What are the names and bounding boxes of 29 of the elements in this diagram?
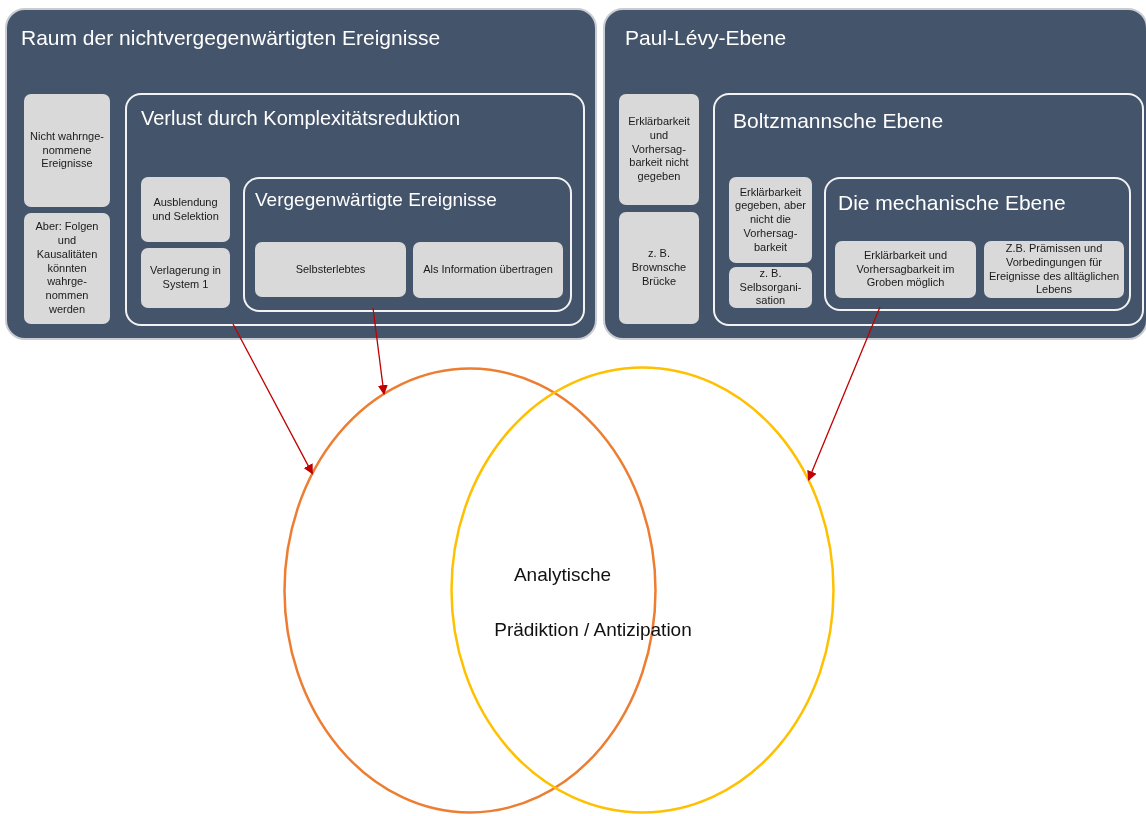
group-title: Raum der nichtvergegenwärtigten Ereignisse bbox=[21, 26, 441, 50]
group-title: Die mechanische Ebene bbox=[838, 191, 1066, 215]
group-panel bbox=[603, 8, 1146, 340]
text-box: z. B. Selbsorgani- sation bbox=[729, 267, 812, 308]
text-box: Als Information übertragen bbox=[413, 242, 563, 298]
group-frame bbox=[713, 93, 1144, 326]
group-frame bbox=[125, 93, 585, 326]
text-box: Erklärbarkeit und Vorhersagbarkeit im Groben möglich bbox=[835, 241, 976, 298]
arrow bbox=[372, 307, 388, 396]
group-panel bbox=[5, 8, 597, 340]
arrow bbox=[232, 323, 314, 475]
text-box: Aber: Folgen und Kausalitäten könnten wahrge- nommen werden bbox=[24, 213, 110, 324]
text-box: Nicht wahrnge- nommene Ereignisse bbox=[24, 94, 110, 207]
text-box: Erklärbarkeit und Vorhersag- barkeit nicht gegeben bbox=[619, 94, 699, 205]
arrow bbox=[807, 306, 881, 481]
group-title: Verlust durch Komplexitätsreduktion bbox=[141, 107, 461, 130]
text-box: Verlagerung in System 1 bbox=[141, 248, 230, 308]
group-title: Paul-Lévy-Ebene bbox=[625, 26, 787, 50]
text-box: Z.B. Prämissen und Vorbedingungen für Ereignisse des alltäglichen Lebens bbox=[984, 241, 1124, 298]
group-title: Boltzmannsche Ebene bbox=[733, 109, 944, 133]
text-box: Ausblendung und Selektion bbox=[141, 177, 230, 242]
venn-circle bbox=[450, 366, 835, 814]
text-box: z. B. Brownsche Brücke bbox=[619, 212, 699, 324]
diagram-label: Analytische bbox=[512, 563, 613, 587]
group-title: Vergegenwärtigte Ereignisse bbox=[255, 189, 497, 211]
text-box: Selbsterlebtes bbox=[255, 242, 406, 297]
group-frame bbox=[243, 177, 572, 312]
text-box: Erklärbarkeit gegeben, aber nicht die Vorhersag- barkeit bbox=[729, 177, 812, 263]
group-frame bbox=[824, 177, 1131, 311]
